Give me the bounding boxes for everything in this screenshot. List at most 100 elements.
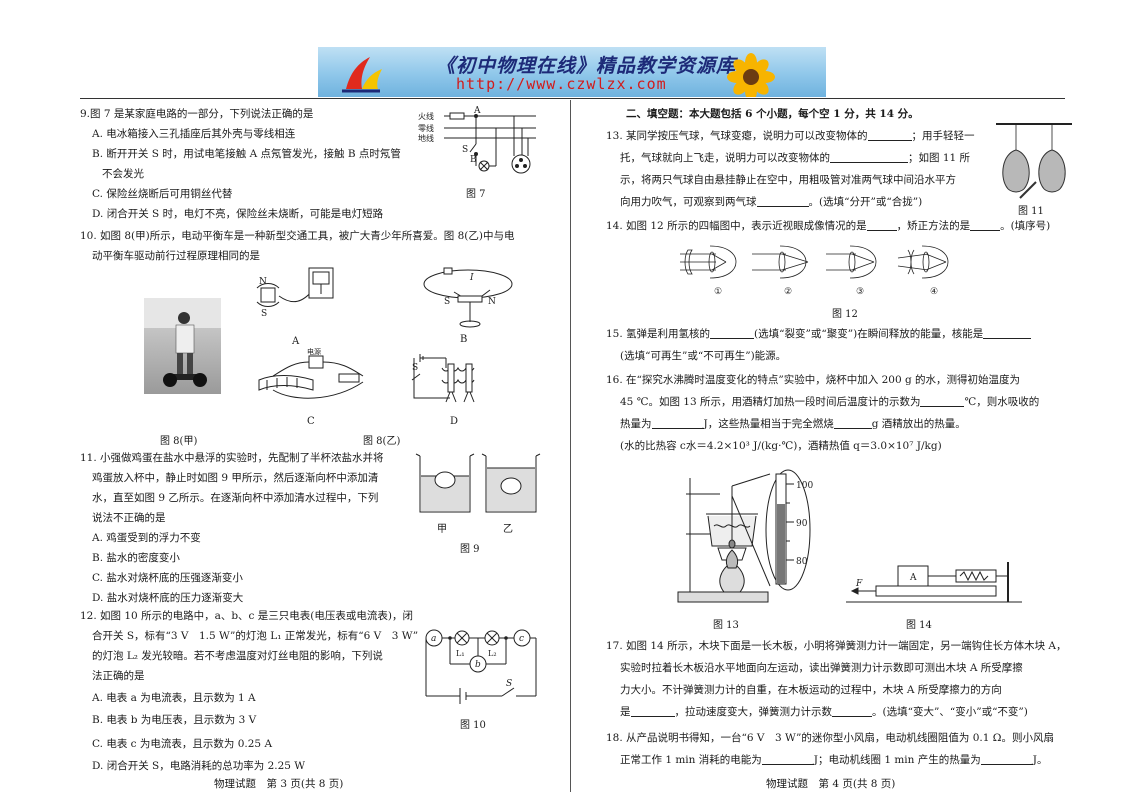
q13-line4: 向用力吹气，可观察到两气球 。(选填“分开”或“合拢”) — [620, 192, 922, 212]
column-divider — [570, 100, 571, 792]
q9-option-d: D. 闭合开关 S 时，电灯不亮，保险丝未烧断，可能是电灯短路 — [92, 208, 384, 220]
q11-option-a: A. 鸡蛋受到的浮力不变 — [92, 532, 201, 544]
q16-blank-3[interactable] — [833, 415, 872, 429]
q11-stem-line1: 11. 小强做鸡蛋在盐水中悬浮的实验时，先配制了半杯浓盐水并将 — [80, 452, 384, 464]
fig8b-label-i: I — [469, 273, 474, 283]
fig8-option-b-diagram: S N I — [423, 267, 513, 328]
q16-line1: 16. 在“探究水沸腾时温度变化的特点”实验中，烧杯中加入 200 g 的水，测… — [606, 374, 1021, 386]
fig11-caption: 图 11 — [1018, 206, 1044, 217]
q11-stem-line2: 鸡蛋放入杯中，静止时如图 9 甲所示，然后逐渐向杯中添加清 — [92, 472, 379, 484]
fig12-label-1: ① — [714, 287, 722, 297]
q14-line1: 14. 如图 12 所示的四幅图中，表示近视眼成像情况的是，矫正方法的是。(填序… — [606, 216, 1050, 236]
q17-blank-2[interactable] — [832, 703, 872, 717]
fig8-option-d-diagram: S — [411, 354, 475, 403]
right-page-footer: 物理试题 第 4 页(共 8 页) — [766, 778, 896, 790]
fig14-friction-setup: A F — [846, 562, 1022, 603]
fig13-tick-80: 80 — [796, 557, 808, 567]
q16-text-b: ℃，则水吸收的 — [964, 396, 1040, 408]
q15-text-b: (选填“裂变”或“聚变”)在瞬间释放的能量，核能是 — [754, 328, 984, 340]
fig8a-label-s: S — [261, 309, 267, 319]
fig9-label-yi: 乙 — [503, 524, 513, 535]
q11-stem-line4: 说法不正确的是 — [92, 512, 166, 524]
fig8b-label-n: N — [488, 297, 496, 307]
q15-text-a: 15. 氢弹是利用氢核的 — [606, 328, 711, 340]
fig8d-label-s: S — [412, 363, 418, 373]
q16-text-d: J，这些热量相当于完全燃烧 — [703, 418, 834, 430]
fig8b-label-s: S — [444, 297, 450, 307]
fig9-label-jia: 甲 — [437, 524, 447, 535]
q12-stem-line1: 12. 如图 10 所示的电路中，a、b、c 是三只电表(电压表或电流表)，闭 — [80, 610, 413, 622]
q16-line2: 45 ℃。如图 13 所示，用酒精灯加热一段时间后温度计的示数为 ℃，则水吸收的 — [620, 392, 1039, 412]
fig10-label-l2: L₂ — [488, 649, 497, 658]
q12-option-a: A. 电表 a 为电流表，且示数为 1 A — [92, 692, 256, 704]
fig7-caption: 图 7 — [466, 189, 486, 200]
q18-text-b: J；电动机线圈 1 min 产生的热量为 — [813, 754, 981, 766]
q13-blank-2[interactable] — [830, 149, 908, 163]
q11-option-d: D. 盐水对烧杯底的压力逐渐变大 — [92, 592, 244, 604]
q16-line3: 热量为 J，这些热量相当于完全燃烧 g 酒精放出的热量。 — [620, 414, 966, 434]
fig13-caption: 图 13 — [713, 620, 739, 631]
q14-blank-1[interactable] — [866, 217, 897, 231]
q15-blank-1[interactable] — [710, 325, 755, 339]
q12-option-b: B. 电表 b 为电压表，且示数为 3 V — [92, 714, 257, 726]
fig8-jia-caption: 图 8(甲) — [160, 436, 198, 447]
fig13-tick-90: 90 — [796, 519, 808, 529]
q13-blank-3[interactable] — [756, 193, 809, 207]
q13-line2-text: 托，气球就向上飞走，说明力可以改变物体的 — [620, 152, 830, 164]
q13-line4-end: 。(选填“分开”或“合拢”) — [808, 196, 923, 208]
q17-text-a: 是 — [620, 706, 631, 718]
q13-line2-end: ；如图 11 所 — [908, 152, 971, 164]
fig14-force-f: F — [855, 579, 863, 589]
fig8-yi-caption: 图 8(乙) — [363, 436, 401, 447]
q13-line1: 13. 某同学按压气球，气球变瘪，说明力可以改变物体的；用手轻轻一 — [606, 126, 975, 146]
section-heading: 二、填空题：本大题包括 6 个小题，每个空 1 分，共 14 分。 — [626, 108, 919, 120]
q14-text-b: ，矫正方法的是 — [896, 220, 971, 232]
q16-blank-1[interactable] — [920, 393, 965, 407]
q9-option-a: A. 电冰箱接入三孔插座后其外壳与零线相连 — [92, 128, 296, 140]
fig10-label-c: c — [519, 634, 524, 644]
fig14-caption: 图 14 — [906, 620, 932, 631]
q16-text-e: g 酒精放出的热量。 — [871, 418, 966, 430]
banner-url[interactable]: http://www.czwlzx.com — [456, 75, 667, 93]
q16-blank-2[interactable] — [651, 415, 704, 429]
q18-text-c: J。 — [1032, 754, 1048, 766]
q18-blank-1[interactable] — [761, 751, 814, 765]
q11-stem-line3: 水，直至如图 9 乙所示。在逐渐向杯中添加清水过程中，下列 — [92, 492, 379, 504]
fig9-beakers-diagram — [415, 453, 541, 513]
fig10-label-b: b — [475, 660, 481, 670]
q11-option-c: C. 盐水对烧杯底的压强逐渐变小 — [92, 572, 243, 584]
q13-line2: 托，气球就向上飞走，说明力可以改变物体的 ；如图 11 所 — [620, 148, 970, 168]
q17-blank-1[interactable] — [630, 703, 675, 717]
q15-blank-2[interactable] — [983, 325, 1032, 339]
q12-option-d: D. 闭合开关 S，电路消耗的总功率为 2.25 W — [92, 760, 306, 772]
q16-text-a: 45 ℃。如图 13 所示，用酒精灯加热一段时间后温度计的示数为 — [620, 396, 921, 408]
q17-line4: 是，拉动速度变大，弹簧测力计示数。(选填“变大”、“变小”或“不变”) — [620, 702, 1028, 722]
fig10-label-a: a — [431, 634, 436, 644]
fig8-option-c-label: C — [307, 416, 315, 427]
q17-line1: 17. 如图 14 所示，木块下面是一长木板，小明将弹簧测力计一端固定，另一端钩… — [606, 640, 1067, 652]
fig12-eye-diagrams: ① ② ③ ④ — [680, 245, 949, 297]
fig13-boiling-apparatus: 100 90 80 — [677, 469, 813, 603]
q13-blank-1[interactable] — [867, 127, 912, 141]
q14-text-a: 14. 如图 12 所示的四幅图中，表示近视眼成像情况的是 — [606, 220, 867, 232]
q14-blank-2[interactable] — [970, 217, 1001, 231]
fig8-option-a-label: A — [292, 336, 300, 347]
q10-stem-line1: 10. 如图 8(甲)所示，电动平衡车是一种新型交通工具，被广大青少年所喜爱。图… — [80, 230, 515, 242]
fig12-label-4: ④ — [930, 287, 938, 297]
fig11-balloons-diagram — [996, 123, 1072, 199]
fig12-caption: 图 12 — [832, 309, 858, 320]
q16-text-c: 热量为 — [620, 418, 652, 430]
fig10-label-s: S — [506, 679, 512, 689]
header-rule — [80, 98, 1065, 99]
fig9-caption: 图 9 — [460, 544, 480, 555]
site-logo-icon — [342, 57, 382, 93]
q18-blank-2[interactable] — [980, 751, 1033, 765]
fig8a-label-n: N — [259, 277, 267, 287]
q13-line4-text: 向用力吹气，可观察到两气球 — [620, 196, 757, 208]
left-page-footer: 物理试题 第 3 页(共 8 页) — [214, 778, 344, 790]
q15-line1: 15. 氢弹是利用氢核的 (选填“裂变”或“聚变”)在瞬间释放的能量，核能是 — [606, 324, 1032, 344]
header-banner: 《初中物理在线》精品教学资源库 http://www.czwlzx.com — [318, 47, 826, 97]
q18-line1: 18. 从产品说明书得知，一台“6 V 3 W”的迷你型小风扇，电动机线圈阻值为… — [606, 732, 1054, 744]
fig10-label-l1: L₁ — [456, 649, 465, 658]
